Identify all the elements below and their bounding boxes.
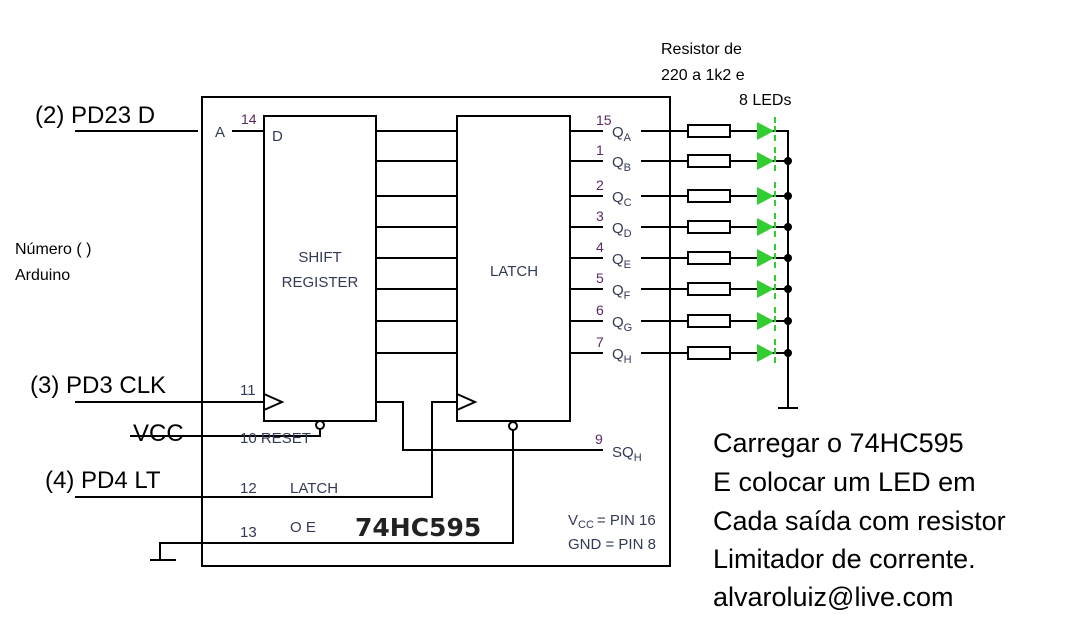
reset-bubble [315, 420, 325, 430]
resistor [687, 251, 731, 265]
output-label: QB [612, 154, 631, 174]
output-label: QD [612, 220, 632, 240]
oe-bubble [508, 421, 518, 431]
resistor [687, 189, 731, 203]
clock-triangle [263, 393, 285, 411]
vcc-note: VCC= PIN 16 [568, 512, 656, 531]
output-label: QH [612, 346, 632, 366]
latch-block [456, 115, 571, 422]
output-pin-number: 5 [596, 270, 604, 286]
oe-label: O E [290, 519, 316, 536]
shift-register-label-1: SHIFT [298, 249, 341, 266]
led-icon [757, 344, 774, 362]
contact-email: alvaroluiz@live.com [713, 582, 953, 612]
instruction-4: Limitador de corrente. [713, 544, 976, 574]
resistor-note-2: 220 a 1k2 e [661, 67, 745, 84]
oe-wire [159, 430, 514, 560]
part-number: 74HC595 [355, 513, 481, 542]
clock-signal-label: (3) PD3 CLK [30, 372, 166, 399]
output-label: QE [612, 251, 631, 271]
resistor [687, 314, 731, 328]
led-icon [757, 312, 774, 330]
resistor [687, 154, 731, 168]
shift-register-label-2: REGISTER [282, 274, 359, 291]
resistor [687, 124, 731, 138]
d-label: D [272, 128, 283, 145]
led-icon [757, 187, 774, 205]
resistor [687, 346, 731, 360]
pin-12: 12 [240, 480, 257, 497]
pin-14: 14 [241, 111, 257, 127]
arduino-note-2: Arduino [15, 267, 70, 284]
resistor [687, 220, 731, 234]
output-pin-number: 2 [596, 177, 604, 193]
latch-wire [75, 401, 457, 498]
instruction-1: Carregar o 74HC595 [713, 428, 964, 458]
reset-label: 10 RESET [240, 430, 311, 447]
vcc-label: VCC [133, 420, 184, 447]
instruction-2: E colocar um LED em [713, 467, 976, 497]
reset-wire [130, 429, 321, 437]
output-pin-number: 15 [596, 112, 612, 128]
latch-label: LATCH [290, 480, 338, 497]
input-a-label: A [215, 124, 225, 141]
output-label: QA [612, 124, 632, 144]
resistor-note-3: 8 LEDs [739, 92, 791, 109]
resistor-note-1: Resistor de [661, 41, 742, 58]
sqh-label: SQH [612, 444, 642, 464]
arduino-note-1: Número ( ) [15, 241, 91, 258]
latch-block-label: LATCH [490, 263, 538, 280]
output-pin-number: 4 [596, 239, 604, 255]
led-icon [757, 249, 774, 267]
latch-clock-triangle [456, 393, 478, 411]
output-label: QF [612, 282, 631, 302]
pin-13: 13 [240, 524, 257, 541]
data-signal-label: (2) PD23 D [35, 102, 155, 129]
output-label: QC [612, 189, 632, 209]
latch-signal-label: (4) PD4 LT [45, 467, 161, 494]
chip-outline [201, 96, 671, 567]
led-icon [757, 218, 774, 236]
output-pin-number: 7 [596, 334, 604, 350]
pin-11: 11 [240, 382, 256, 399]
pin-9: 9 [595, 431, 603, 447]
led-icon [757, 152, 774, 170]
output-pin-number: 6 [596, 302, 604, 318]
led-icon [757, 280, 774, 298]
sqh-wire [376, 401, 603, 451]
internal-bus [376, 130, 457, 354]
output-label: QG [612, 314, 632, 334]
led-icon [757, 122, 774, 140]
gnd-note: GND = PIN 8 [568, 536, 656, 553]
resistor [687, 282, 731, 296]
shift-register-block [263, 115, 377, 422]
instruction-3: Cada saída com resistor [713, 506, 1006, 536]
output-pin-number: 3 [596, 208, 604, 224]
output-pin-number: 1 [596, 142, 604, 158]
